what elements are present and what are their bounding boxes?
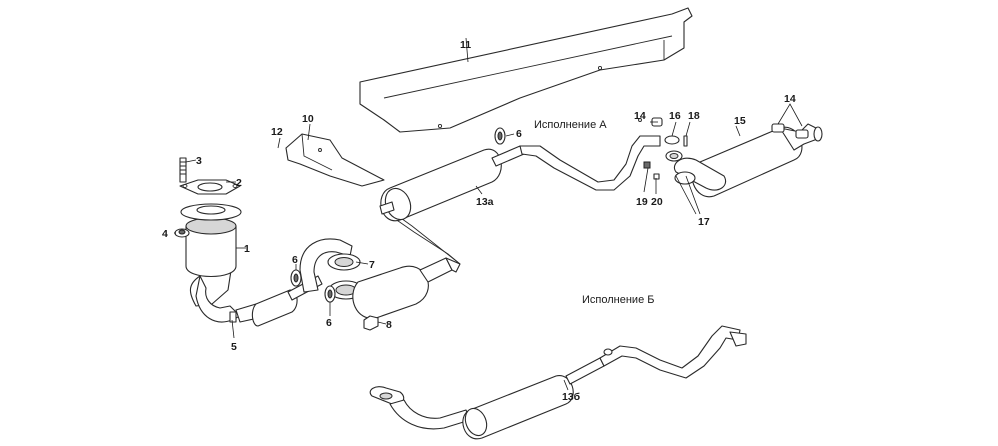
nut-8 [363,315,379,331]
nut-4 [174,228,190,238]
callout-6-front-b: 6 [326,317,332,329]
callout-20: 20 [651,196,663,208]
intermediate-pipe [299,203,461,319]
callout-11: 11 [460,39,471,51]
callout-7: 7 [369,259,375,271]
callout-6-variant-a: 6 [516,128,522,140]
leader-lines [174,37,803,391]
clamp-6-variant-a [494,127,506,145]
heat-shield-11 [359,7,693,133]
callout-5: 5 [231,341,237,353]
callout-12: 12 [271,126,283,138]
stud-3 [179,157,187,183]
callout-4: 4 [162,228,168,240]
callout-14-front: 14 [634,110,646,122]
callouts: 1 2 3 4 5 6 6 6 7 8 10 12 11 13а 13б 14 … [162,39,796,403]
mid-rear-pipe [519,118,661,191]
callout-2: 2 [236,177,242,189]
heat-shield-10 [285,133,385,187]
callout-14-rear: 14 [784,93,796,105]
variant-b-assembly [369,325,747,440]
middle-muffler-13a [379,145,525,222]
callout-13a: 13а [476,196,494,208]
callout-10: 10 [302,113,314,125]
variant-b-label: Исполнение Б [582,294,654,306]
callout-1: 1 [244,243,250,255]
callout-15: 15 [734,115,746,127]
callout-17: 17 [698,216,710,228]
callout-13b: 13б [562,391,581,403]
callout-8: 8 [386,319,392,331]
callout-19: 19 [636,196,648,208]
variant-a-label: Исполнение А [534,119,607,131]
catalytic-converter-1 [179,179,242,323]
callout-3: 3 [196,155,202,167]
callout-18: 18 [688,110,700,122]
hanger-14-rear [771,123,809,139]
callout-6-front-a: 6 [292,254,298,266]
callout-16: 16 [669,110,681,122]
rear-muffler-15 [674,123,823,198]
clamp-6-front [290,269,336,303]
